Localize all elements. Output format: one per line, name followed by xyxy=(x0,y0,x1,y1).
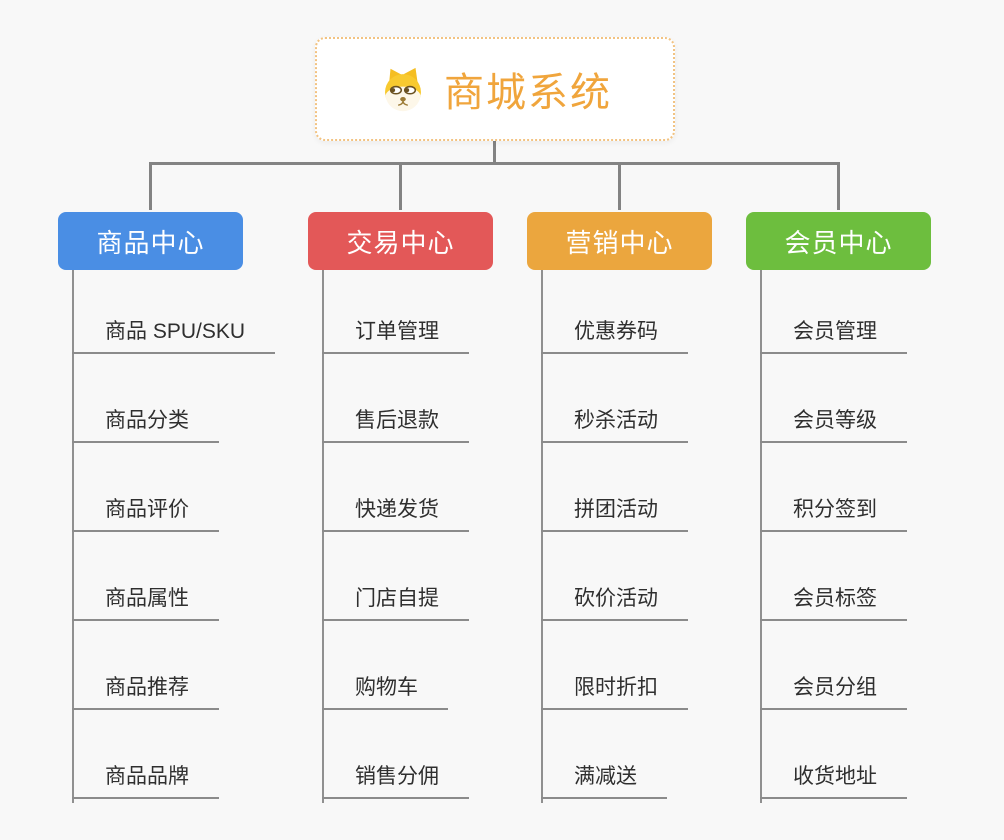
leaf-node[interactable]: 收货地址 xyxy=(760,757,907,799)
leaf-label: 商品品牌 xyxy=(105,765,189,788)
leaf-node[interactable]: 积分签到 xyxy=(760,490,907,532)
branch-box-trade-center[interactable]: 交易中心 xyxy=(308,212,493,270)
leaf-node[interactable]: 门店自提 xyxy=(322,579,469,621)
root-title: 商城系统 xyxy=(444,71,612,115)
leaf-node[interactable]: 优惠券码 xyxy=(541,312,688,354)
branch-spine xyxy=(322,270,324,803)
leaf-label: 满减送 xyxy=(574,765,637,788)
branch-spine xyxy=(760,270,762,803)
leaf-node[interactable]: 商品品牌 xyxy=(72,757,219,799)
leaf-node[interactable]: 会员管理 xyxy=(760,312,907,354)
leaf-label: 会员标签 xyxy=(793,587,877,610)
leaf-label: 购物车 xyxy=(355,676,418,699)
branch-column: 会员中心 会员管理 会员等级 积分签到 会员标签 会员分组 收货地址 xyxy=(746,212,1004,822)
leaf-label: 会员分组 xyxy=(793,676,877,699)
leaf-node[interactable]: 商品推荐 xyxy=(72,668,219,710)
branch-label: 营销中心 xyxy=(565,227,674,258)
leaf-node[interactable]: 商品 SPU/SKU xyxy=(72,312,276,354)
leaf-node[interactable]: 会员分组 xyxy=(760,668,907,710)
leaf-label: 商品分类 xyxy=(105,409,189,432)
leaf-node[interactable]: 会员等级 xyxy=(760,401,907,443)
branch-label: 交易中心 xyxy=(346,227,455,258)
branch-box-member-center[interactable]: 会员中心 xyxy=(746,212,931,270)
shiba-dog-icon xyxy=(385,67,421,112)
leaf-node[interactable]: 快递发货 xyxy=(322,490,469,532)
leaf-node[interactable]: 商品分类 xyxy=(72,401,219,443)
leaf-label: 砍价活动 xyxy=(574,587,658,610)
branch-box-marketing-center[interactable]: 营销中心 xyxy=(527,212,712,270)
leaf-label: 限时折扣 xyxy=(574,676,658,699)
leaf-label: 优惠券码 xyxy=(574,320,658,343)
leaf-label: 门店自提 xyxy=(355,587,439,610)
branch-label: 商品中心 xyxy=(96,227,205,258)
leaf-label: 商品 SPU/SKU xyxy=(105,320,246,343)
leaf-node[interactable]: 购物车 xyxy=(322,668,448,710)
leaf-label: 商品属性 xyxy=(105,587,189,610)
leaf-node[interactable]: 砍价活动 xyxy=(541,579,688,621)
leaf-label: 秒杀活动 xyxy=(574,409,658,432)
leaf-label: 商品评价 xyxy=(105,498,189,521)
leaf-node[interactable]: 秒杀活动 xyxy=(541,401,688,443)
leaf-label: 销售分佣 xyxy=(355,765,439,788)
leaf-label: 商品推荐 xyxy=(105,676,189,699)
leaf-node[interactable]: 商品评价 xyxy=(72,490,219,532)
leaf-node[interactable]: 会员标签 xyxy=(760,579,907,621)
branch-box-product-center[interactable]: 商品中心 xyxy=(58,212,243,270)
connector-rail xyxy=(149,162,840,165)
leaf-node[interactable]: 售后退款 xyxy=(322,401,469,443)
connector-drop xyxy=(399,163,402,210)
leaf-node[interactable]: 满减送 xyxy=(541,757,667,799)
leaf-label: 收货地址 xyxy=(793,765,877,788)
leaf-label: 订单管理 xyxy=(355,320,439,343)
leaf-label: 快递发货 xyxy=(355,498,439,521)
connector-drop xyxy=(149,163,152,210)
leaf-node[interactable]: 销售分佣 xyxy=(322,757,469,799)
branch-spine xyxy=(541,270,543,803)
leaf-node[interactable]: 拼团活动 xyxy=(541,490,688,532)
leaf-label: 会员等级 xyxy=(793,409,877,432)
leaf-node[interactable]: 商品属性 xyxy=(72,579,219,621)
branch-column: 营销中心 优惠券码 秒杀活动 拼团活动 砍价活动 限时折扣 满减送 xyxy=(527,212,787,822)
connector-drop xyxy=(618,163,621,210)
leaf-label: 积分签到 xyxy=(793,498,877,521)
leaf-node[interactable]: 订单管理 xyxy=(322,312,469,354)
leaf-label: 拼团活动 xyxy=(574,498,658,521)
branch-label: 会员中心 xyxy=(784,227,893,258)
branch-column: 交易中心 订单管理 售后退款 快递发货 门店自提 购物车 销售分佣 xyxy=(308,212,568,822)
branch-column: 商品中心 商品 SPU/SKU 商品分类 商品评价 商品属性 商品推荐 商品品牌 xyxy=(58,212,318,822)
connector-drop xyxy=(837,163,840,210)
branch-spine xyxy=(72,270,74,803)
root-node[interactable]: 商城系统 xyxy=(315,37,675,141)
leaf-label: 会员管理 xyxy=(793,320,877,343)
leaf-label: 售后退款 xyxy=(355,409,439,432)
leaf-node[interactable]: 限时折扣 xyxy=(541,668,688,710)
connector-stem xyxy=(493,139,496,165)
